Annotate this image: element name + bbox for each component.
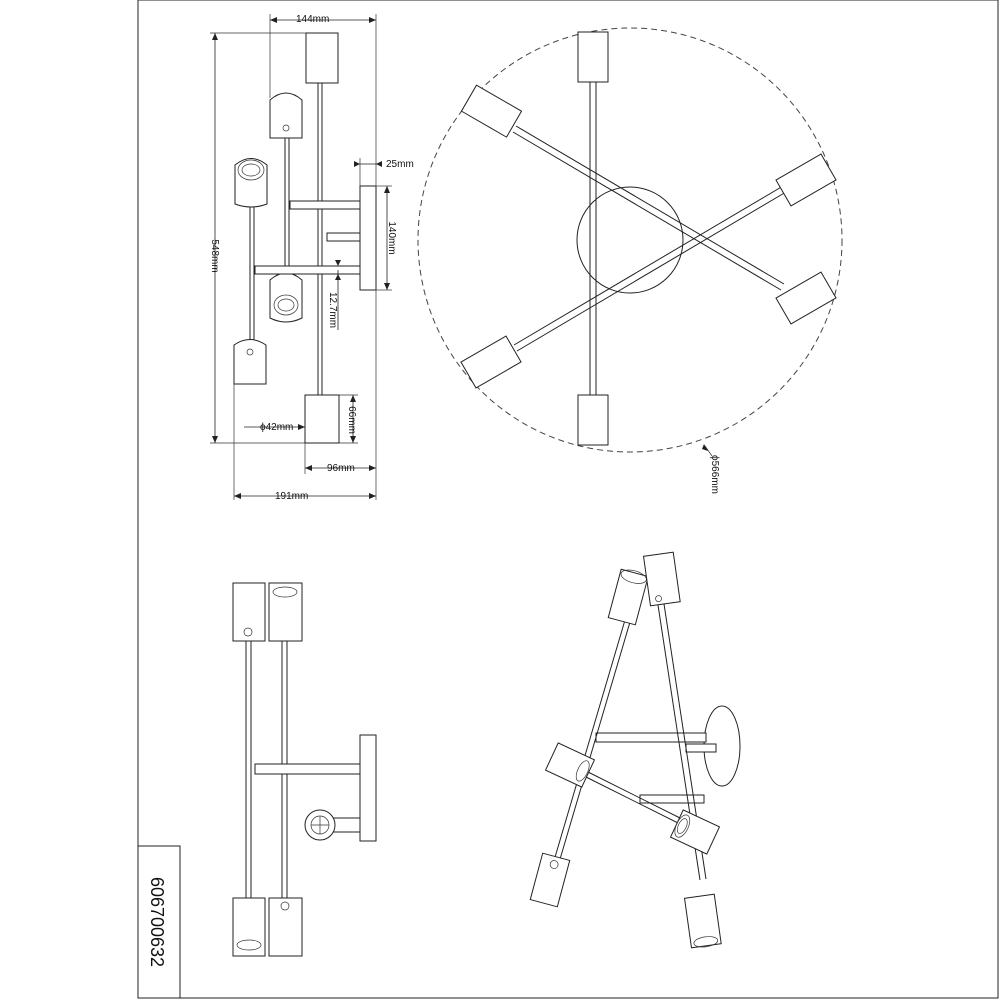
product-code: 606700632 [147,877,167,967]
arm-middle [326,232,361,242]
plan-shade-lower-right [775,271,837,325]
ceiling-plate [359,185,377,291]
lamp-shade-upper-left [234,158,268,208]
dim-rod: 12.7mm [327,292,338,328]
lamp-shade-upper-middle [269,92,303,139]
persp-shade-3 [642,551,681,607]
persp-shade-2 [529,852,571,908]
canopy-disc [576,186,684,294]
lamp-shade-bottom-right [304,394,340,444]
perspective-view [529,551,741,949]
side-ceiling-plate [359,734,377,842]
persp-shade-4 [683,893,722,949]
dim-plate-height: 140mm [386,221,397,254]
dim-total-width: 191mm [275,491,308,502]
dim-top-width: 144mm [296,14,329,25]
arm-lower [254,265,361,275]
plan-shade-upper-left [460,84,523,138]
dim-plate-depth: 25mm [386,159,414,170]
code-box [137,845,181,999]
lamp-shade-top-right [305,32,339,84]
dim-height: 548mm [209,239,220,272]
lamp-shade-lower-left [233,339,267,385]
plan-shade-lower-left [460,335,522,389]
plan-shade-top [577,31,609,83]
dim-base-width: 96mm [327,463,355,474]
side-view: 606700632 [137,582,377,999]
persp-shade-5 [544,742,596,788]
persp-shade-1 [607,568,649,626]
arm-upper [289,200,361,210]
sheet-frame [137,0,999,999]
plan-shade-bottom [577,394,609,446]
dim-shade-diameter: ϕ42mm [260,422,293,433]
side-arm [254,763,361,775]
dim-spread: ϕ566mm [709,455,720,494]
spread-circle [417,27,843,453]
dim-shade-height: 66mm [346,406,357,434]
plan-view: ϕ566mm [417,27,843,494]
side-shade-bottom-left [232,897,266,957]
side-shade-bottom-right [268,897,303,957]
front-elevation-view: 144mm 548mm 25mm 140mm 12.7mm 66mm [209,14,414,502]
side-shade-top-right [268,582,303,642]
side-shade-top-left [232,582,266,642]
plan-shade-upper-right [775,153,837,207]
